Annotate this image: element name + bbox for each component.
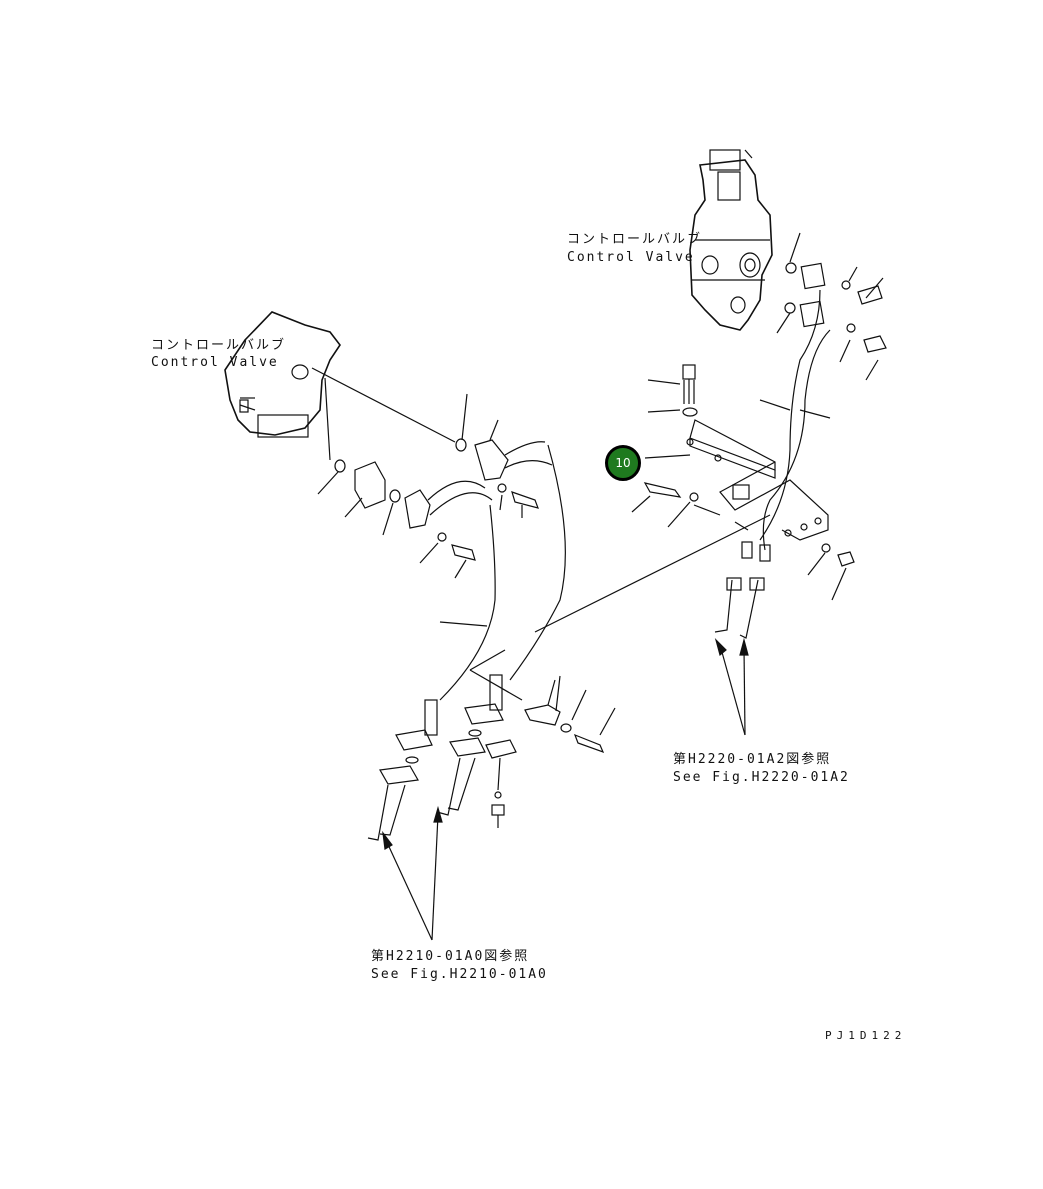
right-hoses bbox=[759, 289, 831, 551]
control-valve-right bbox=[689, 149, 773, 331]
label-control-valve-right-en: Control Valve bbox=[567, 250, 695, 265]
label-reference-right-en: See Fig.H2220-01A2 bbox=[673, 770, 850, 785]
left-hoses bbox=[404, 419, 566, 701]
leader-lines bbox=[469, 514, 771, 701]
clamp-assembly bbox=[524, 675, 616, 754]
label-reference-right-jp: 第H2220-01A2図参照 bbox=[673, 752, 832, 767]
label-control-valve-left-en: Control Valve bbox=[151, 355, 279, 370]
label-reference-left-en: See Fig.H2210-01A0 bbox=[371, 967, 548, 982]
bracket-plate bbox=[686, 419, 829, 541]
reference-arrows bbox=[382, 637, 749, 941]
control-valve-left bbox=[224, 311, 341, 438]
bracket-bolt bbox=[644, 364, 698, 459]
part-callout-10[interactable]: 10 bbox=[605, 445, 641, 481]
left-valve-fittings bbox=[311, 367, 468, 536]
right-valve-fittings bbox=[776, 232, 887, 381]
bracket-pin-washer bbox=[631, 482, 749, 531]
right-hose-ends bbox=[714, 541, 855, 639]
label-control-valve-right-jp: コントロールバルブ bbox=[567, 232, 703, 247]
label-control-valve-left-jp: コントロールバルブ bbox=[151, 338, 287, 353]
lower-hose-ends-left bbox=[367, 674, 517, 841]
label-reference-left-jp: 第H2210-01A0図参照 bbox=[371, 949, 530, 964]
drawing-code: PJ1D122 bbox=[825, 1029, 907, 1042]
